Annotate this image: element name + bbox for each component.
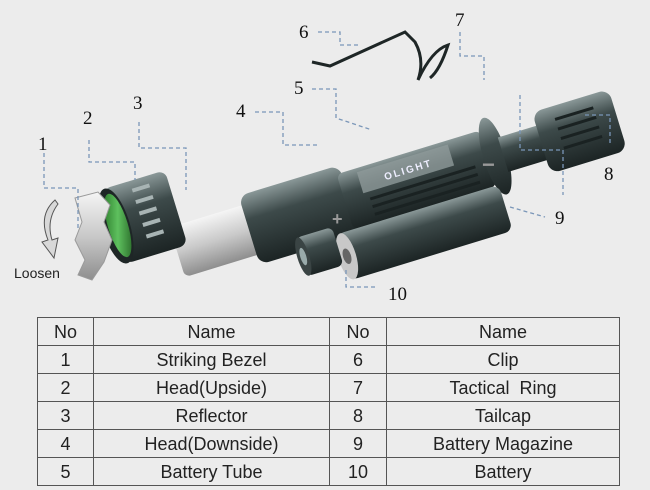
cell-name: Head(Downside) — [93, 429, 330, 458]
cell-no: 4 — [37, 429, 94, 458]
plus-sign: + — [332, 209, 343, 229]
cell-no: 2 — [37, 373, 94, 402]
leader-lines — [43, 31, 611, 288]
header-no: No — [37, 317, 94, 346]
cell-name: Battery Tube — [93, 457, 330, 486]
callout-7: 7 — [455, 10, 465, 31]
cell-name: Battery Magazine — [386, 429, 620, 458]
callout-10: 10 — [388, 284, 407, 305]
callout-6: 6 — [299, 22, 309, 43]
table-row: 5 Battery Tube 10 Battery — [37, 457, 620, 486]
callout-3: 3 — [133, 93, 143, 114]
minus-sign: − — [482, 152, 495, 177]
table-header-row: No Name No Name — [37, 317, 620, 346]
callout-5: 5 — [294, 78, 304, 99]
lens — [104, 193, 132, 258]
flashlight-body: OLIGHT — [171, 91, 625, 276]
cell-no: 6 — [329, 345, 387, 374]
callout-8: 8 — [604, 164, 614, 185]
clip-part — [311, 30, 451, 81]
header-name: Name — [93, 317, 330, 346]
striking-bezel-part — [74, 191, 113, 281]
table-row: 1 Striking Bezel 6 Clip — [37, 345, 620, 374]
cell-name: Tailcap — [386, 401, 620, 430]
cell-no: 3 — [37, 401, 94, 430]
callout-2: 2 — [83, 108, 93, 129]
battery-part — [295, 228, 343, 276]
cell-no: 10 — [329, 457, 387, 486]
battery-magazine-part — [335, 186, 511, 280]
callout-1: 1 — [38, 134, 48, 155]
logo-plate — [356, 144, 455, 194]
cell-name: Battery — [386, 457, 620, 486]
cell-name: Clip — [386, 345, 620, 374]
cell-no: 7 — [329, 373, 387, 402]
knurling-pattern — [369, 165, 481, 216]
cell-name: Tactical Ring — [386, 373, 620, 402]
cell-no: 9 — [329, 429, 387, 458]
cell-no: 5 — [37, 457, 94, 486]
reflector-part — [171, 203, 265, 276]
cell-name: Head(Upside) — [93, 373, 330, 402]
parts-table: No Name No Name 1 Striking Bezel 6 Clip … — [37, 317, 620, 486]
table-row: 2 Head(Upside) 7 Tactical Ring — [37, 373, 620, 402]
loosen-label: Loosen — [14, 265, 60, 281]
callout-9: 9 — [555, 208, 565, 229]
table-row: 3 Reflector 8 Tailcap — [37, 401, 620, 430]
tactical-ring-part — [478, 117, 512, 195]
table-row: 4 Head(Downside) 9 Battery Magazine — [37, 429, 620, 458]
cell-no: 8 — [329, 401, 387, 430]
cell-name: Reflector — [93, 401, 330, 430]
flashlight-exploded-diagram: OLIGHT Loose — [14, 10, 625, 305]
cell-no: 1 — [37, 345, 94, 374]
cell-name: Striking Bezel — [93, 345, 330, 374]
callout-4: 4 — [236, 101, 246, 122]
loosen-arrow-icon — [41, 199, 59, 260]
header-name-2: Name — [386, 317, 620, 346]
header-no-2: No — [329, 317, 387, 346]
